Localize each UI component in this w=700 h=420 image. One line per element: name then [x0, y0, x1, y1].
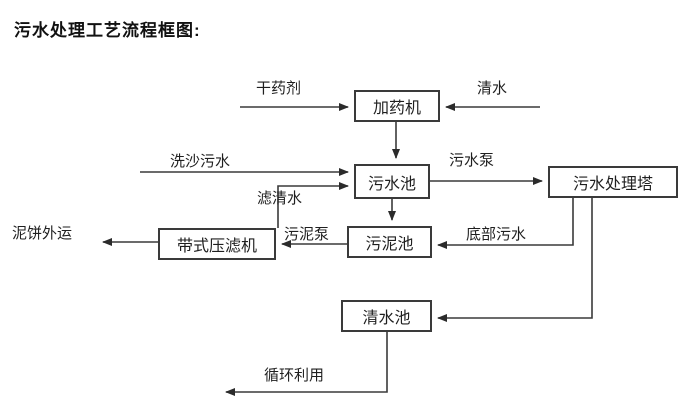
flow-label-clean-water: 清水 — [477, 80, 508, 97]
node-dosing-machine: 加药机 — [354, 90, 440, 122]
node-belt-filter-press: 带式压滤机 — [158, 228, 276, 260]
arrow-filtered-water-to-sewage-pool — [277, 182, 349, 228]
flow-label-dry-chemical: 干药剂 — [256, 80, 302, 97]
flow-label-mud-cake-out: 泥饼外运 — [12, 225, 73, 242]
node-sludge-pool: 污泥池 — [347, 226, 432, 258]
arrow-tower-to-clean-water-pool — [437, 198, 593, 322]
flow-label-sludge-pump: 污泥泵 — [284, 226, 330, 243]
node-sewage-treatment-tower: 污水处理塔 — [548, 166, 678, 198]
flow-label-bottom-sewage: 底部污水 — [466, 226, 527, 243]
flow-label-recycle-use: 循环利用 — [264, 367, 325, 384]
node-sewage-pool: 污水池 — [354, 164, 430, 199]
flow-label-sewage-pump: 污水泵 — [449, 152, 495, 169]
flow-label-sand-washing-sewage: 洗沙污水 — [170, 153, 231, 170]
flow-label-filtered-water: 滤清水 — [257, 190, 303, 207]
arrow-clean-water-pool-to-recycle — [225, 332, 388, 396]
node-clean-water-pool: 清水池 — [341, 300, 432, 332]
page-title: 污水处理工艺流程框图: — [14, 21, 201, 40]
arrow-bottom-sewage-to-sludge-pool — [437, 198, 574, 249]
